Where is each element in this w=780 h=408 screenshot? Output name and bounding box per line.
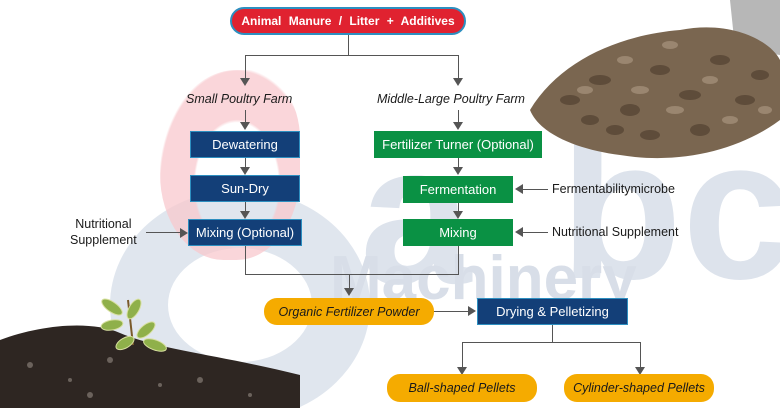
organic-fertilizer-powder-box: Organic Fertilizer Powder — [264, 298, 434, 325]
label-line: Nutritional — [75, 217, 132, 231]
connector — [552, 325, 553, 343]
arrow-down-icon — [453, 122, 463, 130]
connector — [245, 55, 246, 80]
connector — [245, 246, 246, 274]
connector — [434, 311, 468, 312]
mixing-optional-box: Mixing (Optional) — [188, 219, 302, 246]
title-input-box: Animal Manure / Litter + Additives — [230, 7, 466, 35]
connector — [522, 189, 548, 190]
connector — [462, 342, 463, 368]
small-farm-label: Small Poultry Farm — [186, 92, 293, 106]
small-supplement-label: Nutritional Supplement — [70, 216, 137, 248]
pellets-image — [530, 0, 780, 159]
arrow-right-icon — [468, 306, 476, 316]
large-farm-label: Middle-Large Poultry Farm — [377, 92, 525, 106]
dewatering-box: Dewatering — [190, 131, 300, 158]
arrow-down-icon — [240, 167, 250, 175]
large-supplement-label: Nutritional Supplement — [552, 225, 679, 239]
connector — [458, 158, 459, 168]
arrow-down-icon — [240, 211, 250, 219]
connector — [458, 55, 459, 80]
arrow-down-icon — [457, 367, 467, 375]
mixing-box: Mixing — [403, 219, 513, 246]
arrow-down-icon — [453, 211, 463, 219]
connector — [245, 158, 246, 168]
connector — [245, 55, 459, 56]
connector — [245, 202, 246, 212]
connector — [146, 232, 181, 233]
soil-sprout-image — [0, 298, 300, 408]
arrow-down-icon — [453, 78, 463, 86]
arrow-down-icon — [344, 288, 354, 296]
arrow-right-icon — [180, 228, 188, 238]
arrow-left-icon — [515, 184, 523, 194]
arrow-down-icon — [635, 367, 645, 375]
cylinder-shaped-pellets-box: Cylinder-shaped Pellets — [564, 374, 714, 402]
microbe-label: Fermentabilitymicrobe — [552, 182, 675, 196]
fermentation-box: Fermentation — [403, 176, 513, 203]
arrow-down-icon — [240, 122, 250, 130]
connector — [245, 274, 459, 275]
arrow-down-icon — [240, 78, 250, 86]
connector — [640, 342, 641, 368]
arrow-left-icon — [515, 227, 523, 237]
connector — [348, 35, 349, 55]
connector — [458, 203, 459, 213]
connector — [462, 342, 641, 343]
connector — [458, 110, 459, 124]
ball-shaped-pellets-box: Ball-shaped Pellets — [387, 374, 537, 402]
connector — [522, 232, 548, 233]
connector — [349, 274, 350, 290]
arrow-down-icon — [453, 167, 463, 175]
sun-dry-box: Sun-Dry — [190, 175, 300, 202]
fertilizer-turner-box: Fertilizer Turner (Optional) — [374, 131, 542, 158]
connector — [245, 110, 246, 124]
label-line: Supplement — [70, 233, 137, 247]
drying-pelletizing-box: Drying & Pelletizing — [477, 298, 628, 325]
connector — [458, 246, 459, 274]
